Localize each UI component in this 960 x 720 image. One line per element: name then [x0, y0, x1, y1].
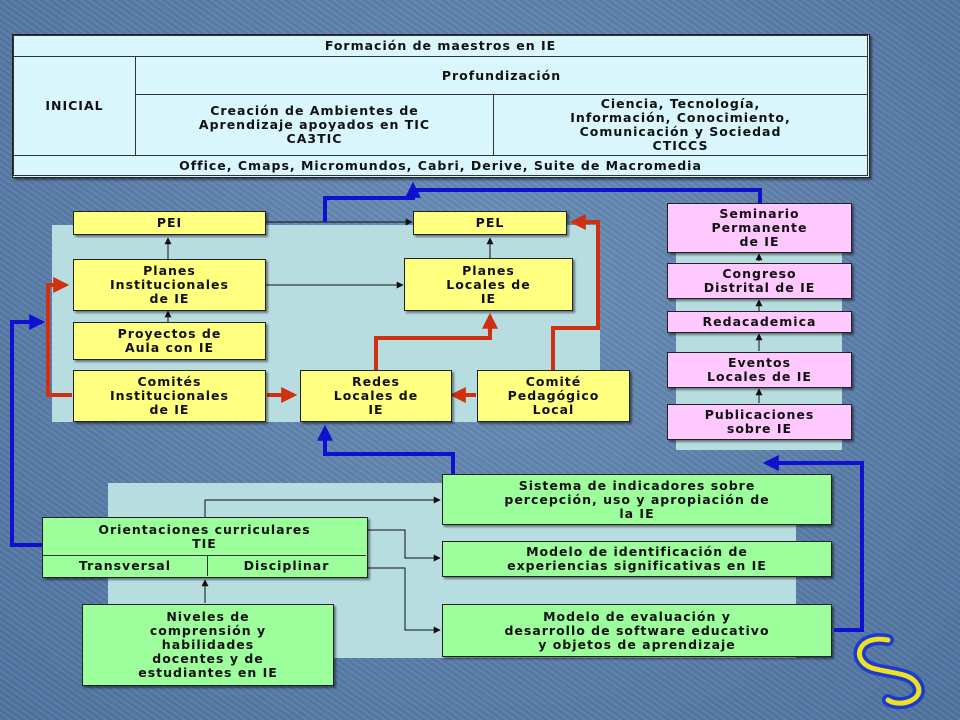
publicaciones-box: Publicaciones sobre IE	[667, 404, 852, 440]
red-arrow-redes-planes	[374, 312, 498, 370]
blue-arrow-sistema-redes	[317, 424, 455, 474]
niveles-box: Niveles de comprensión y habilidades doc…	[82, 604, 334, 686]
planes-institucionales-box: Planes Institucionales de IE	[73, 259, 266, 311]
blue-arrow-orientaciones-planes	[10, 314, 46, 547]
redes-locales-box: Redes Locales de IE	[300, 370, 452, 422]
redacademica-box: Redacademica	[667, 311, 852, 333]
arrow-orientaciones-sistema	[204, 496, 441, 517]
header-table: Formación de maestros en IE INICIAL Prof…	[12, 34, 870, 178]
pei-box: PEI	[73, 211, 266, 235]
modelo-identificacion-box: Modelo de identificación de experiencias…	[442, 541, 832, 577]
sistema-indicadores-box: Sistema de indicadores sobre percepción,…	[442, 474, 832, 525]
eventos-box: Eventos Locales de IE	[667, 352, 852, 388]
blue-arrow-modelo-publicaciones	[762, 455, 864, 632]
header-ciencia: Ciencia, Tecnología, Información, Conoci…	[493, 94, 868, 156]
red-arrow-comite-pel	[551, 214, 600, 370]
arrow-orientaciones-modelo-eval	[368, 567, 441, 634]
congreso-box: Congreso Distrital de IE	[667, 263, 852, 299]
transversal-cell: Transversal	[43, 555, 208, 576]
orientaciones-box: Orientaciones curriculares TIE Transvers…	[42, 517, 368, 578]
header-tools: Office, Cmaps, Micromundos, Cabri, Deriv…	[13, 155, 868, 176]
modelo-evaluacion-box: Modelo de evaluación y desarrollo de sof…	[442, 604, 832, 657]
pel-box: PEL	[413, 211, 567, 235]
seminario-box: Seminario Permanente de IE	[667, 203, 852, 253]
header-ambientes: Creación de Ambientes de Aprendizaje apo…	[135, 94, 494, 156]
comite-pedagogico-box: Comité Pedagógico Local	[477, 370, 630, 422]
red-arrow-comites-planes	[46, 277, 72, 397]
blue-arrow-seminario-header	[413, 188, 762, 203]
disciplinar-cell: Disciplinar	[243, 557, 330, 573]
blue-arrow-pei-header	[323, 181, 421, 222]
arrow-orientaciones-modelo-ident	[368, 529, 441, 562]
orientaciones-title: Orientaciones curriculares TIE	[43, 518, 366, 556]
planes-locales-box: Planes Locales de IE	[404, 258, 573, 311]
comites-institucionales-box: Comités Institucionales de IE	[73, 370, 266, 422]
proyectos-aula-box: Proyectos de Aula con IE	[73, 322, 266, 360]
